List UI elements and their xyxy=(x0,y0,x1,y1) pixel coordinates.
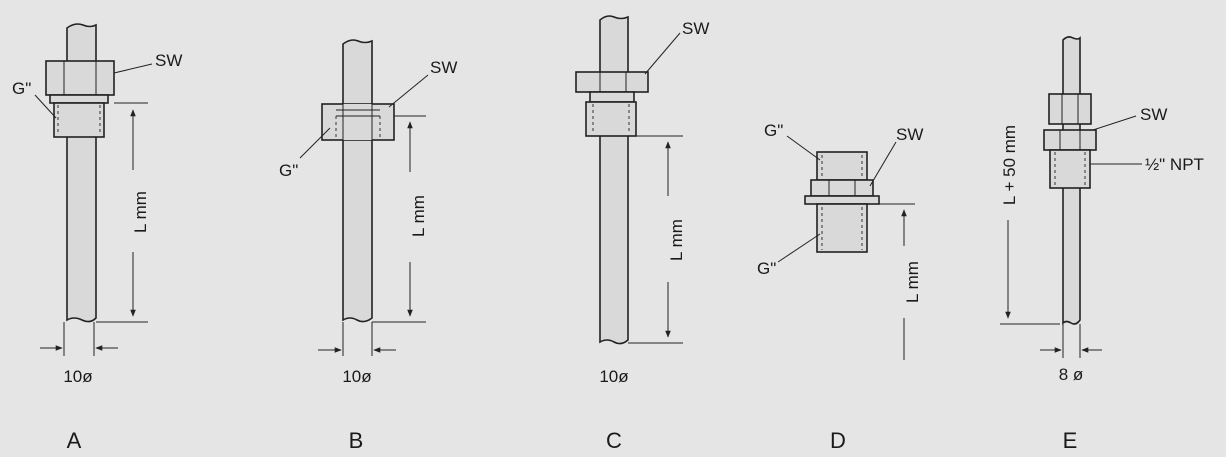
fitting-c-length-label: L mm xyxy=(667,219,686,261)
fitting-a-hex-nut xyxy=(45,60,115,96)
fitting-c-thread-body xyxy=(585,101,637,137)
fitting-a-sw-label: SW xyxy=(155,51,182,70)
fitting-e-length-label: L + 50 mm xyxy=(1000,125,1019,205)
fitting-c: L mm SW 10ø C xyxy=(575,15,709,453)
fitting-e-diameter-label: 8 ø xyxy=(1059,365,1084,384)
fitting-e-letter: E xyxy=(1063,428,1078,452)
fitting-d-upper-thread-label: G" xyxy=(764,121,783,140)
fitting-e-collar xyxy=(1043,129,1097,151)
fitting-e-sw-label: SW xyxy=(1140,105,1167,124)
fitting-d-flange xyxy=(804,195,880,205)
fitting-a-thread-label: G" xyxy=(12,79,31,98)
fitting-b-rod xyxy=(342,39,373,323)
fitting-a-letter: A xyxy=(67,428,82,452)
fitting-c-diameter-label: 10ø xyxy=(599,367,628,386)
fitting-d-lower-thread xyxy=(816,203,868,253)
fitting-d-sw-label: SW xyxy=(896,125,923,144)
fitting-b-letter: B xyxy=(349,428,364,452)
fitting-e-npt-label: ½" NPT xyxy=(1145,155,1204,174)
fitting-d-lower-thread-label: G" xyxy=(757,259,776,278)
fitting-a-diameter-label: 10ø xyxy=(63,367,92,386)
fitting-c-sw-label: SW xyxy=(682,19,709,38)
fitting-c-letter: C xyxy=(606,428,622,452)
fitting-b-sw-label: SW xyxy=(430,58,457,77)
fitting-a: L mm SW G" 10ø A xyxy=(12,23,182,453)
fitting-e: L + 50 mm SW ½" NPT 8 ø E xyxy=(998,36,1204,453)
fitting-d-upper-thread xyxy=(816,151,868,181)
fitting-d-hex-nut xyxy=(810,179,874,197)
fitting-b: L mm SW G" 10ø B xyxy=(279,39,457,453)
fitting-e-hex-nut xyxy=(1048,93,1092,125)
fitting-c-rod xyxy=(599,15,629,345)
fitting-c-hex-nut xyxy=(575,71,649,93)
fitting-a-washer xyxy=(49,94,109,104)
fitting-c-collar xyxy=(589,91,635,103)
fitting-e-npt-thread xyxy=(1049,149,1091,189)
fitting-b-diameter-label: 10ø xyxy=(342,367,371,386)
fitting-b-length-label: L mm xyxy=(409,195,428,237)
fitting-d-length-label: L mm xyxy=(903,261,922,303)
fitting-a-thread-body xyxy=(53,102,105,138)
fitting-b-thread-label: G" xyxy=(279,161,298,180)
fitting-d-letter: D xyxy=(830,428,846,452)
fitting-d: L mm SW G" G" D xyxy=(757,121,923,453)
fitting-a-length-label: L mm xyxy=(131,191,150,233)
